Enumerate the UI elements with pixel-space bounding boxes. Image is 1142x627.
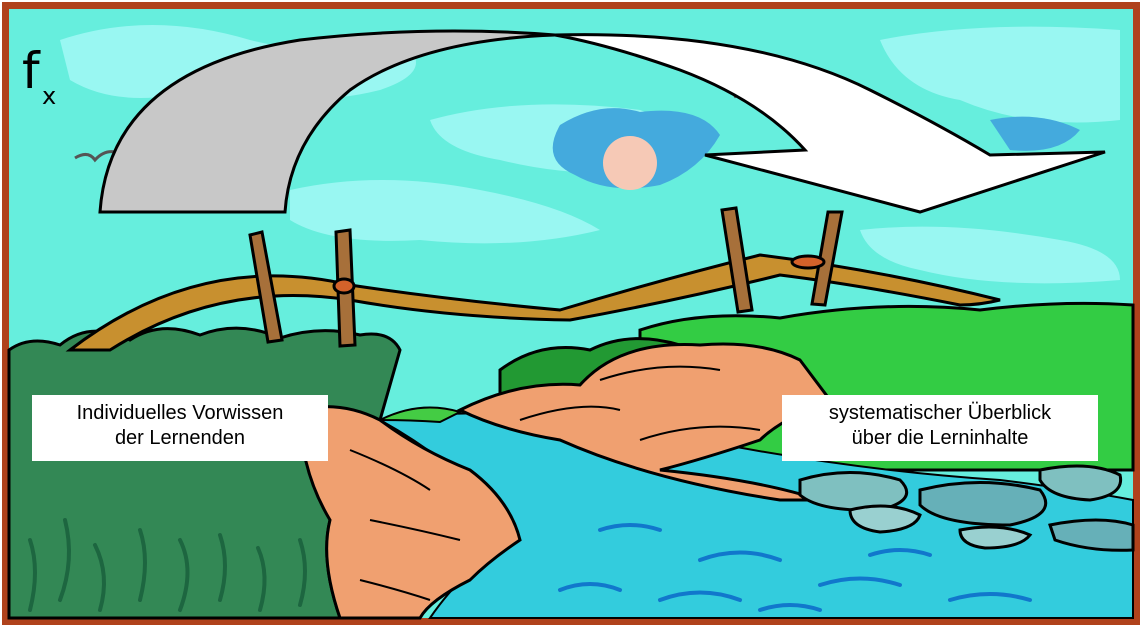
grass-tuft — [379, 406, 463, 424]
bird — [74, 150, 116, 163]
right-cliff-lines — [519, 365, 761, 441]
curved-arrow-white-part — [554, 33, 1106, 214]
right-cliff — [456, 342, 833, 502]
left-cliff-lines — [349, 449, 461, 601]
fx-formula-icon: f — [22, 46, 40, 96]
left-grass-strokes — [28, 518, 307, 612]
fx-subscript: x — [42, 82, 57, 110]
left-label-prior-knowledge: Individuelles Vorwissen der Lernenden — [32, 395, 328, 461]
river-rocks — [798, 464, 1135, 552]
curved-arrow-gray-part — [98, 29, 556, 214]
rope-bridge — [65, 206, 1001, 352]
sun — [603, 136, 657, 190]
water-waves — [558, 523, 1032, 612]
right-label-systematic-overview: systematischer Überblick über die Lernin… — [782, 395, 1098, 461]
left-cliff — [298, 405, 522, 620]
fx-main-letter: f — [22, 42, 40, 100]
